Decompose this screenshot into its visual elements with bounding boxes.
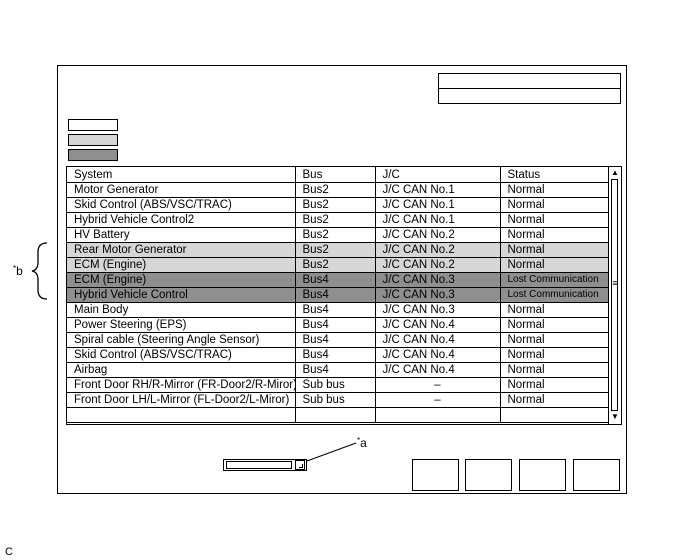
cell-jc: J/C CAN No.2	[374, 227, 501, 243]
cell-system: Power Steering (EPS)	[67, 317, 296, 333]
cell-system: Airbag	[67, 362, 296, 378]
cell-bus: Sub bus	[294, 392, 376, 408]
cell-status: Lost Communication	[499, 287, 610, 303]
page-selector-button[interactable]	[295, 460, 305, 470]
cell-jc: J/C CAN No.3	[374, 272, 501, 288]
cell-jc: J/C CAN No.2	[374, 242, 501, 258]
function-button-3[interactable]	[519, 459, 566, 491]
cell-jc: J/C CAN No.4	[374, 332, 501, 348]
cell-status: Normal	[499, 182, 610, 198]
table-row[interactable]: Front Door LH/L-Mirror (FL-Door2/L-Miror…	[67, 392, 610, 408]
cell-jc: J/C CAN No.4	[374, 317, 501, 333]
cell-status: Normal	[499, 257, 610, 273]
cell-bus: Bus4	[294, 302, 376, 318]
cell-system: ECM (Engine)	[67, 257, 296, 273]
table-row[interactable]	[67, 407, 610, 423]
cell-status: Normal	[499, 197, 610, 213]
legend-swatch-light-gray	[68, 134, 118, 146]
cell-bus: Bus4	[294, 347, 376, 363]
cell-status: Normal	[499, 242, 610, 258]
function-button-2[interactable]	[465, 459, 512, 491]
cell-bus: Bus4	[294, 317, 376, 333]
scroll-track[interactable]	[611, 179, 618, 411]
cell-jc: J/C CAN No.1	[374, 212, 501, 228]
cell-jc: J/C CAN No.4	[374, 362, 501, 378]
cell-system: ECM (Engine)	[67, 272, 296, 288]
grip-lines-icon[interactable]: ≡	[612, 278, 618, 288]
cell-system: Front Door LH/L-Mirror (FL-Door2/L-Miror…	[67, 392, 296, 408]
vertical-scrollbar[interactable]: ▲ ≡ ▼	[608, 167, 621, 424]
cell-bus: Bus2	[294, 227, 376, 243]
callout-b: *b	[13, 264, 23, 278]
cell-jc: J/C CAN No.4	[374, 347, 501, 363]
table-header-row: System Bus J/C Status	[67, 167, 610, 183]
callout-a-leader	[306, 442, 357, 462]
page-selector-field[interactable]	[226, 461, 292, 469]
triangle-down-icon[interactable]: ▼	[611, 412, 619, 421]
cell-system: Motor Generator	[67, 182, 296, 198]
top-info-box-2	[438, 88, 621, 104]
function-button-4[interactable]	[573, 459, 620, 491]
page-selector[interactable]	[223, 459, 307, 471]
legend-swatch-dark-gray	[68, 149, 118, 161]
cell-bus: Bus4	[294, 272, 376, 288]
table-row[interactable]: Front Door RH/R-Mirror (FR-Door2/R-Miror…	[67, 377, 610, 393]
cell-jc: J/C CAN No.3	[374, 302, 501, 318]
cell-system: Rear Motor Generator	[67, 242, 296, 258]
cell-status: Normal	[499, 392, 610, 408]
figure-letter: C	[5, 546, 13, 558]
cell-system: Spiral cable (Steering Angle Sensor)	[67, 332, 296, 348]
legend-swatch-white	[68, 119, 118, 131]
curly-brace-icon	[31, 242, 48, 300]
triangle-up-icon[interactable]: ▲	[611, 168, 619, 177]
cell-bus: Bus4	[294, 287, 376, 303]
cell-status: Lost Communication	[499, 272, 610, 288]
cell-status: Normal	[499, 377, 610, 393]
cell-jc: J/C CAN No.2	[374, 257, 501, 273]
cell-status: Normal	[499, 227, 610, 243]
callout-a: *a	[357, 436, 367, 450]
function-button-1[interactable]	[412, 459, 459, 491]
